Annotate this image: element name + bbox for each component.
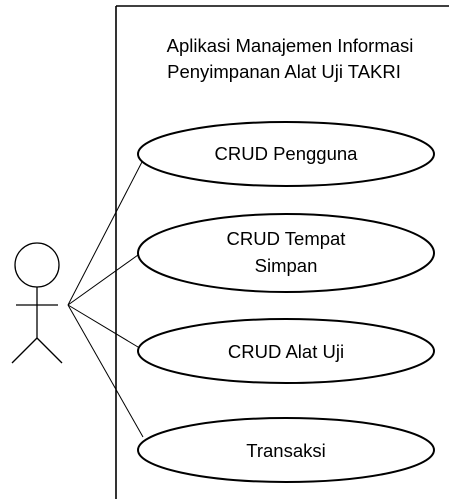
use-case-ellipse	[137, 417, 435, 483]
use-case-label: CRUD Alat Uji	[228, 341, 344, 362]
association-crud-pengguna	[67, 159, 144, 306]
actor	[11, 242, 63, 364]
system-boundary: Aplikasi Manajemen Informasi Penyimpanan…	[115, 5, 449, 499]
system-title-line-2: Penyimpanan Alat Uji TAKRI	[167, 61, 401, 82]
actor-left-leg	[11, 337, 38, 364]
use-case-label: Transaksi	[246, 440, 326, 461]
use-case-ellipse	[137, 318, 435, 384]
use-case-ellipse	[137, 213, 435, 293]
association-transaksi	[67, 304, 144, 438]
use-case-crud-tempat-simpan: CRUD Tempat Simpan	[137, 213, 435, 293]
use-case-ellipse	[137, 121, 435, 187]
use-case-crud-pengguna: CRUD Pengguna	[137, 121, 435, 187]
use-case-transaksi: Transaksi	[137, 417, 435, 483]
system-title-line-1: Aplikasi Manajemen Informasi	[167, 35, 414, 56]
use-case-label-line-2: Simpan	[255, 255, 318, 276]
associations	[67, 159, 144, 438]
use-case-label: CRUD Pengguna	[215, 143, 359, 164]
association-crud-tempat-simpan	[67, 254, 139, 306]
use-case-crud-alat-uji: CRUD Alat Uji	[137, 318, 435, 384]
actor-head	[14, 242, 60, 288]
association-crud-alat-uji	[67, 304, 144, 351]
actor-right-leg	[36, 337, 63, 364]
use-case-label-line-1: CRUD Tempat	[227, 228, 346, 249]
